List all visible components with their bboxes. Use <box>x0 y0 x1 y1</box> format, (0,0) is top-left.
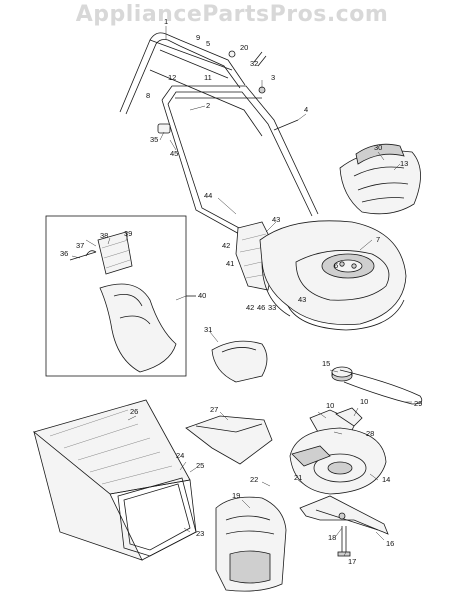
callout-45: 45 <box>170 149 178 158</box>
mulch-plug[interactable] <box>211 340 268 383</box>
callout-labels: 1 9 5 20 32 12 11 3 8 2 4 35 45 30 13 44… <box>60 17 422 566</box>
upper-handle[interactable] <box>119 32 246 115</box>
callout-17: 17 <box>348 557 356 566</box>
callout-33: 33 <box>268 303 276 312</box>
watermark: AppliancePartsPros.com <box>75 2 389 27</box>
callout-10-left: 10 <box>326 401 334 410</box>
rear-door[interactable] <box>215 496 287 592</box>
callout-29: 29 <box>414 399 422 408</box>
callout-32: 32 <box>250 59 258 68</box>
leader-lines <box>71 26 412 557</box>
callout-40: 40 <box>198 291 206 300</box>
callout-22: 22 <box>250 475 258 484</box>
callout-38: 38 <box>100 231 108 240</box>
engine-shroud[interactable] <box>339 143 421 215</box>
callout-39: 39 <box>124 229 132 238</box>
callout-1: 1 <box>164 17 168 26</box>
callout-20: 20 <box>240 43 248 52</box>
callout-43-lower: 43 <box>298 295 306 304</box>
callout-24: 24 <box>176 451 184 460</box>
callout-46: 46 <box>257 303 265 312</box>
callout-16: 16 <box>386 539 394 548</box>
callout-3: 3 <box>271 73 275 82</box>
callout-9: 9 <box>196 33 200 42</box>
discharge-door[interactable] <box>97 231 133 275</box>
drive-belt[interactable] <box>339 369 423 405</box>
callout-26: 26 <box>130 407 138 416</box>
bag-frame[interactable] <box>117 477 197 557</box>
callout-28: 28 <box>366 429 374 438</box>
callout-11: 11 <box>204 73 212 82</box>
callout-14: 14 <box>382 475 390 484</box>
callout-13: 13 <box>400 159 408 168</box>
callout-5: 5 <box>206 39 210 48</box>
callout-27: 27 <box>210 405 218 414</box>
blade-adapter-housing[interactable] <box>289 427 387 495</box>
callout-10-right: 10 <box>360 397 368 406</box>
callout-19: 19 <box>232 491 240 500</box>
callout-12: 12 <box>168 73 176 82</box>
bail-bar[interactable] <box>149 69 263 137</box>
callout-35: 35 <box>150 135 158 144</box>
handle-knob[interactable] <box>157 123 171 134</box>
callout-41: 41 <box>226 259 234 268</box>
mower-deck[interactable] <box>259 220 407 331</box>
door-rod[interactable] <box>69 250 97 261</box>
callout-42-lower: 42 <box>246 303 254 312</box>
callout-8: 8 <box>146 91 150 100</box>
callout-6: 6 <box>334 261 338 270</box>
callout-15: 15 <box>322 359 330 368</box>
callout-31: 31 <box>204 325 212 334</box>
callout-37: 37 <box>76 241 84 250</box>
lower-handle[interactable] <box>161 85 319 241</box>
callout-25: 25 <box>196 461 204 470</box>
callout-2: 2 <box>206 101 210 110</box>
callout-7: 7 <box>376 235 380 244</box>
grass-bag[interactable] <box>33 399 197 561</box>
callout-21: 21 <box>294 473 302 482</box>
callout-23: 23 <box>196 529 204 538</box>
callout-18: 18 <box>328 533 336 542</box>
callout-36: 36 <box>60 249 68 258</box>
callout-43-upper: 43 <box>272 215 280 224</box>
mower-blade[interactable] <box>299 495 389 535</box>
callout-30: 30 <box>374 143 382 152</box>
discharge-chute[interactable] <box>185 415 273 465</box>
callout-44: 44 <box>204 191 212 200</box>
drive-pulley[interactable] <box>331 366 353 382</box>
callout-4: 4 <box>304 105 308 114</box>
callout-42-upper: 42 <box>222 241 230 250</box>
bag-chute[interactable] <box>99 283 177 373</box>
blade-bolt[interactable] <box>337 526 351 557</box>
